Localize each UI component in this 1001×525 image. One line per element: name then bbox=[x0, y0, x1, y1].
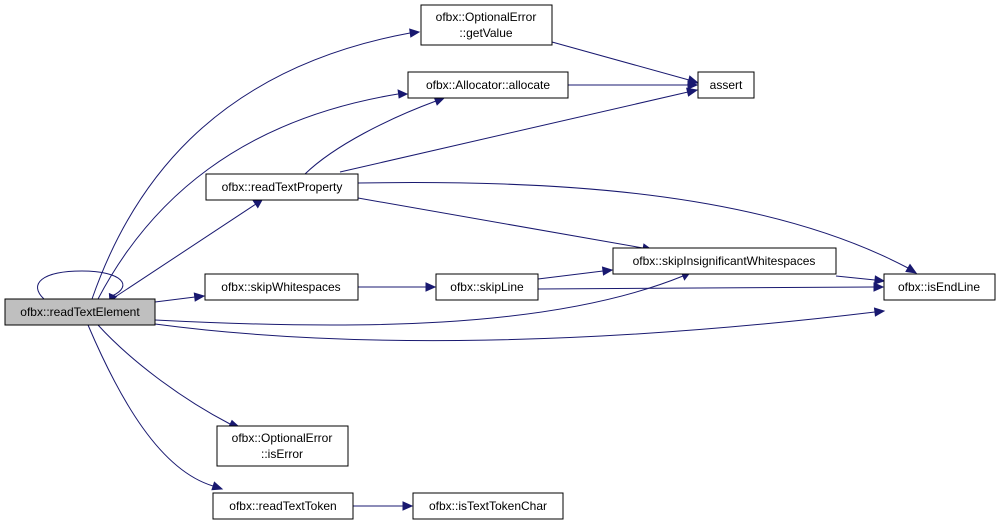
node-optionalError-isError[interactable]: ofbx::OptionalError ::isError bbox=[216, 425, 349, 467]
node-label: ofbx::skipLine bbox=[450, 280, 524, 294]
node-isEndLine[interactable]: ofbx::isEndLine bbox=[883, 273, 996, 301]
node-label-line2: ::getValue bbox=[459, 26, 512, 40]
edge-readTextElement-getValue bbox=[91, 28, 421, 300]
edge-readTextElement-skipWhitespaces bbox=[154, 292, 206, 303]
edge-getValue-assert bbox=[551, 41, 700, 85]
node-label: ofbx::isTextTokenChar bbox=[429, 499, 547, 513]
edge-skipWhitespaces-skipLine bbox=[358, 282, 437, 292]
node-label: ofbx::isEndLine bbox=[898, 280, 980, 294]
node-label: ofbx::Allocator::allocate bbox=[426, 78, 550, 92]
node-readTextElement[interactable]: ofbx::readTextElement bbox=[4, 298, 156, 326]
edge-readTextProperty-allocate bbox=[304, 96, 446, 175]
graph-nodes: ofbx::readTextElement ofbx::OptionalErro… bbox=[4, 4, 996, 520]
node-allocator-allocate[interactable]: ofbx::Allocator::allocate bbox=[407, 71, 569, 99]
node-assert[interactable]: assert bbox=[697, 71, 755, 99]
node-label: assert bbox=[710, 78, 743, 92]
edge-readTextElement-allocate bbox=[97, 89, 409, 300]
edge-allocate-assert bbox=[568, 80, 699, 90]
node-isTextTokenChar[interactable]: ofbx::isTextTokenChar bbox=[412, 492, 564, 520]
graph-edges bbox=[37, 28, 918, 511]
edge-readTextElement-readTextToken bbox=[87, 324, 224, 491]
node-readTextProperty[interactable]: ofbx::readTextProperty bbox=[205, 173, 359, 201]
node-optionalError-getValue[interactable]: ofbx::OptionalError ::getValue bbox=[420, 4, 553, 46]
node-skipLine[interactable]: ofbx::skipLine bbox=[435, 273, 539, 301]
node-label-line2: ::isError bbox=[261, 447, 303, 461]
node-label: ofbx::skipWhitespaces bbox=[221, 280, 340, 294]
edge-readTextToken-isTextTokenChar bbox=[353, 501, 414, 511]
edge-readTextProperty-isEndLine bbox=[357, 182, 918, 274]
node-label: ofbx::readTextElement bbox=[20, 305, 140, 319]
node-skipInsignificantWhitespaces[interactable]: ofbx::skipInsignificantWhitespaces bbox=[612, 247, 837, 275]
edge-readTextElement-isError bbox=[97, 324, 241, 429]
node-label: ofbx::readTextProperty bbox=[222, 180, 343, 194]
node-label: ofbx::readTextToken bbox=[229, 499, 336, 513]
edge-skipLine-isEndLine bbox=[537, 282, 885, 292]
edge-readTextProperty-assert bbox=[339, 87, 699, 173]
edge-readTextElement-self bbox=[37, 270, 124, 304]
edge-readTextElement-isEndLine bbox=[154, 307, 886, 342]
node-label-line1: ofbx::OptionalError bbox=[232, 431, 333, 445]
node-label: ofbx::skipInsignificantWhitespaces bbox=[633, 254, 816, 268]
node-skipWhitespaces[interactable]: ofbx::skipWhitespaces bbox=[204, 273, 359, 301]
edge-skipLine-skipInsignificant bbox=[537, 266, 614, 280]
edge-readTextProperty-skipInsignificant bbox=[357, 197, 654, 253]
node-readTextToken[interactable]: ofbx::readTextToken bbox=[212, 492, 354, 520]
edge-skipInsignificant-isEndLine bbox=[835, 275, 886, 285]
node-label-line1: ofbx::OptionalError bbox=[436, 10, 537, 24]
